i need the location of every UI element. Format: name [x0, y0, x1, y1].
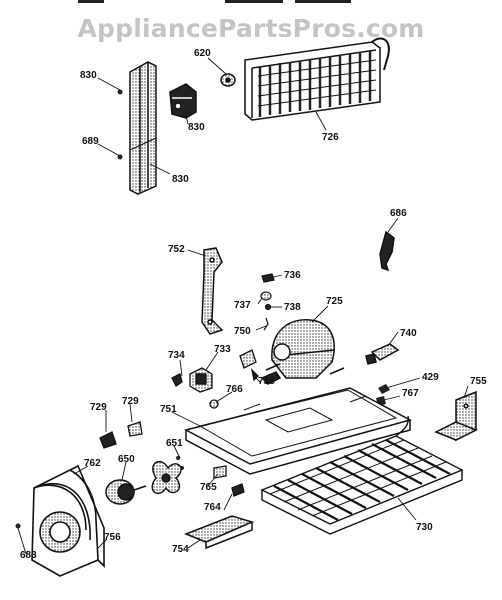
callout-738: 738	[284, 302, 301, 313]
fan-motor-650	[105, 479, 147, 505]
callout-767: 767	[402, 388, 419, 399]
part-740	[365, 343, 400, 365]
fan-shroud-762	[31, 464, 105, 577]
channel-bracket	[129, 61, 157, 195]
callout-740: 740	[400, 328, 417, 339]
leader-lines	[17, 57, 469, 555]
callout-683: 683	[20, 550, 37, 561]
bracket-755	[434, 390, 478, 442]
callout-751: 751	[160, 404, 177, 415]
screw-830	[117, 89, 123, 160]
callout-737: 737	[234, 300, 251, 311]
callout-733: 733	[214, 344, 231, 355]
grommet-620	[220, 73, 236, 87]
callout-764: 764	[204, 502, 221, 513]
callout-830-bracket: 830	[172, 174, 189, 185]
callout-762: 762	[84, 458, 101, 469]
callout-830-relay: 830	[188, 122, 205, 133]
part-765	[213, 465, 245, 497]
callout-736: 736	[284, 270, 301, 281]
callout-651: 651	[166, 438, 183, 449]
callout-729-left: 729	[90, 402, 107, 413]
callout-830-screw: 830	[80, 70, 97, 81]
part-729	[99, 421, 143, 449]
callout-689: 689	[82, 136, 99, 147]
overload-parts	[171, 349, 259, 393]
callout-725: 725	[326, 296, 343, 307]
callout-735: 735	[258, 376, 275, 387]
compressor-725	[260, 319, 345, 385]
callout-labels: 830 620 689 830 830 726 686 752 736 737 …	[20, 48, 487, 561]
compressor-mount-parts	[260, 273, 275, 331]
callout-752: 752	[168, 244, 185, 255]
callout-765: 765	[200, 482, 217, 493]
callout-620: 620	[194, 48, 211, 59]
screw-683	[15, 523, 21, 529]
callout-734: 734	[168, 350, 185, 361]
callout-754: 754	[172, 544, 189, 555]
header-marks	[78, 0, 351, 3]
callout-686: 686	[390, 208, 407, 219]
relay-device	[169, 83, 197, 119]
fan-blade	[151, 460, 182, 494]
callout-729-right: 729	[122, 396, 139, 407]
condenser-726	[244, 37, 390, 121]
callout-650: 650	[118, 454, 135, 465]
clip-686	[379, 230, 395, 272]
callout-429: 429	[422, 372, 439, 383]
callout-750: 750	[234, 326, 251, 337]
callout-755: 755	[470, 376, 487, 387]
drip-tray-754	[183, 515, 255, 550]
callout-766: 766	[226, 384, 243, 395]
callout-726: 726	[322, 132, 339, 143]
callout-756: 756	[104, 532, 121, 543]
callout-730: 730	[416, 522, 433, 533]
watermark: AppliancePartsPros.com	[77, 14, 425, 43]
bracket-752	[201, 247, 224, 335]
base-pan-751	[183, 387, 413, 475]
coil-730	[260, 415, 464, 535]
